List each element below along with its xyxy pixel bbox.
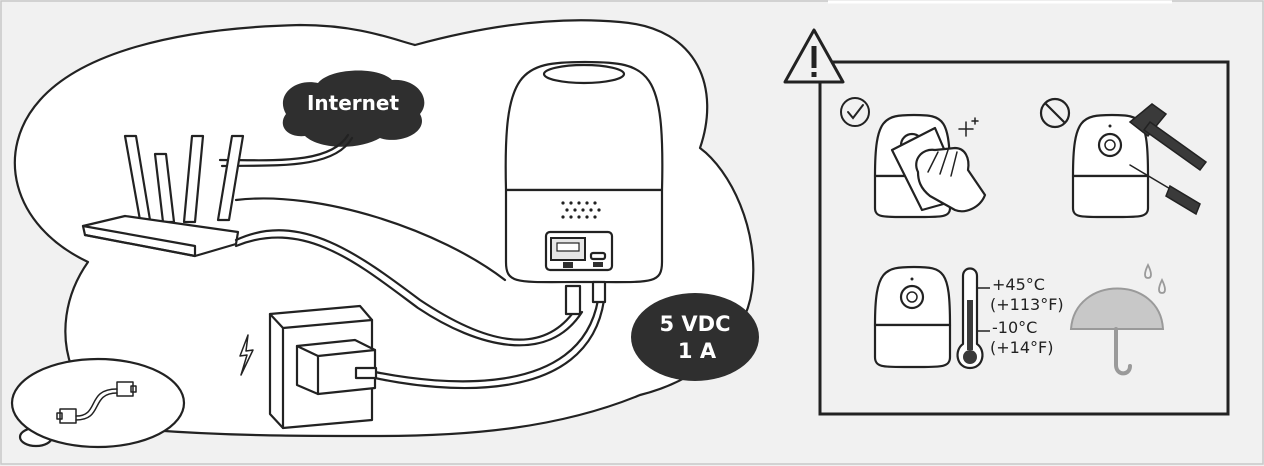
speaker-grille [561, 201, 601, 219]
raindrop-icon [1144, 262, 1152, 279]
internet-bubble: Internet [282, 70, 425, 147]
wifi-router [81, 134, 245, 258]
screwdriver-icon [1129, 164, 1201, 216]
current-label: 1 A [678, 339, 717, 363]
hand-icon [915, 146, 987, 213]
temperature-max-fahrenheit: (+113°F) [990, 295, 1064, 314]
pan-tilt-camera [504, 60, 664, 316]
camera-cleaning-illustration [873, 113, 987, 219]
check-circle-icon [840, 97, 870, 127]
raindrop-icon [1158, 277, 1166, 294]
thermometer-icon [956, 267, 990, 370]
ethernet-cable-icon [56, 381, 137, 424]
temperature-max-celsius: +45°C [992, 275, 1045, 294]
hammer-icon [1128, 103, 1208, 172]
internet-label: Internet [307, 91, 399, 115]
camera-no-disassembly-illustration [1071, 103, 1208, 219]
warning-triangle-icon [783, 28, 845, 84]
camera-temperature-illustration [873, 265, 952, 369]
umbrella-icon [1069, 262, 1166, 376]
temperature-min-celsius: -10°C [992, 318, 1037, 337]
voltage-label: 5 VDC [659, 312, 730, 336]
prohibited-icon [1039, 97, 1071, 129]
sparkle-icon [958, 117, 979, 137]
network-cable-bubble [10, 357, 186, 449]
lightning-icon [239, 334, 254, 376]
temperature-min-fahrenheit: (+14°F) [990, 338, 1053, 357]
power-spec-bubble: 5 VDC 1 A [631, 293, 759, 381]
power-adapter [295, 338, 378, 396]
port-panel [544, 230, 614, 272]
